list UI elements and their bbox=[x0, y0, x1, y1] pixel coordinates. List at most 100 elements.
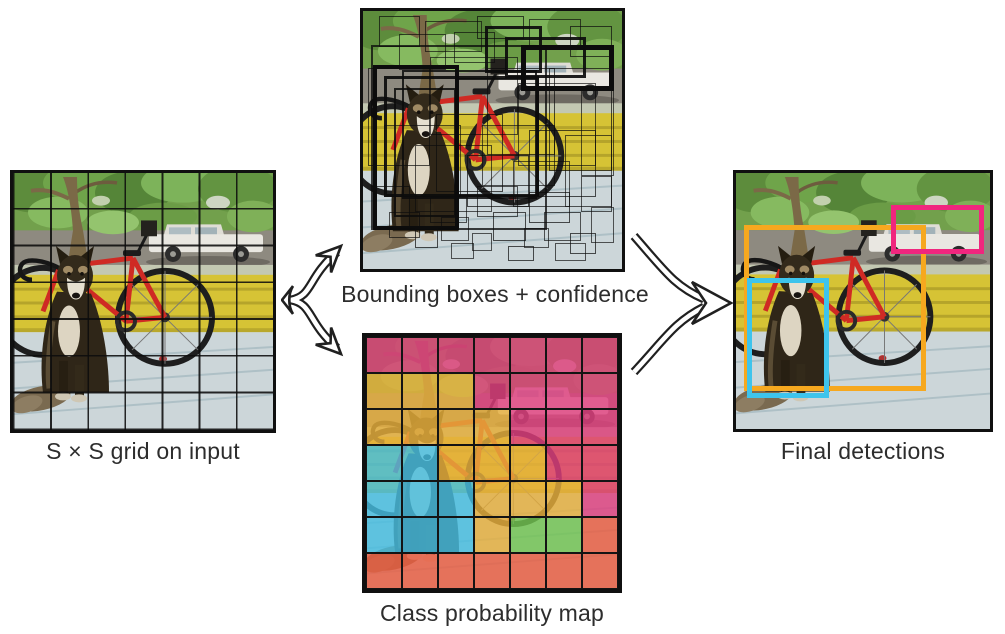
bounding-box bbox=[394, 88, 457, 218]
split-arrow bbox=[281, 243, 344, 357]
panel-bounding-boxes bbox=[360, 8, 625, 272]
class-cell bbox=[438, 445, 474, 481]
panel-final-detections bbox=[733, 170, 993, 432]
bounding-box bbox=[471, 232, 493, 251]
class-cell bbox=[366, 445, 402, 481]
class-cell bbox=[438, 481, 474, 517]
bounding-box bbox=[414, 145, 493, 213]
caption-class-map: Class probability map bbox=[379, 600, 605, 626]
arrowhead-right-icon bbox=[690, 280, 734, 326]
bounding-box bbox=[544, 212, 581, 241]
bounding-box bbox=[554, 243, 586, 262]
detection-box-car bbox=[890, 205, 984, 254]
bounding-box bbox=[570, 26, 612, 58]
class-cell bbox=[366, 481, 402, 517]
class-cell bbox=[510, 553, 546, 589]
class-cell bbox=[402, 481, 438, 517]
class-cell bbox=[438, 409, 474, 445]
class-cell bbox=[546, 481, 582, 517]
class-cell bbox=[474, 445, 510, 481]
class-cell bbox=[402, 409, 438, 445]
caption-final-detections: Final detections bbox=[780, 438, 946, 464]
class-cell bbox=[546, 553, 582, 589]
arrowhead-up-icon bbox=[315, 243, 344, 273]
bbox-layer bbox=[363, 11, 622, 269]
class-cell bbox=[474, 373, 510, 409]
class-cell bbox=[438, 337, 474, 373]
class-cell bbox=[366, 517, 402, 553]
class-cell bbox=[582, 373, 618, 409]
sxs-grid-overlay bbox=[13, 173, 273, 430]
class-cell bbox=[366, 553, 402, 589]
class-cell bbox=[582, 481, 618, 517]
bounding-box bbox=[580, 88, 615, 177]
class-cell bbox=[582, 445, 618, 481]
class-cell bbox=[402, 517, 438, 553]
class-cell bbox=[546, 373, 582, 409]
detection-layer bbox=[736, 173, 990, 429]
caption-grid-input: S × S grid on input bbox=[46, 438, 240, 464]
class-cell bbox=[438, 373, 474, 409]
bounding-box bbox=[456, 78, 540, 197]
class-cell bbox=[510, 481, 546, 517]
class-cell bbox=[438, 517, 474, 553]
class-cell bbox=[546, 517, 582, 553]
class-cell bbox=[474, 337, 510, 373]
merge-arrow bbox=[630, 233, 734, 376]
class-cell bbox=[510, 373, 546, 409]
bounding-box bbox=[513, 160, 571, 208]
bounding-box bbox=[523, 227, 550, 249]
caption-bounding-boxes: Bounding boxes + confidence bbox=[341, 281, 649, 307]
class-cell bbox=[546, 409, 582, 445]
class-cell bbox=[366, 409, 402, 445]
bounding-box bbox=[565, 134, 612, 208]
bounding-box bbox=[430, 196, 467, 223]
bounding-box bbox=[451, 243, 475, 259]
bounding-box bbox=[435, 114, 503, 192]
bounding-box bbox=[518, 83, 597, 166]
bounding-box bbox=[476, 186, 519, 218]
class-cell bbox=[582, 553, 618, 589]
bounding-box bbox=[528, 129, 597, 197]
class-cell bbox=[402, 445, 438, 481]
bounding-box bbox=[453, 31, 496, 63]
class-cell bbox=[510, 445, 546, 481]
class-cell bbox=[402, 373, 438, 409]
class-cell bbox=[546, 337, 582, 373]
class-cell bbox=[582, 337, 618, 373]
class-cell bbox=[510, 337, 546, 373]
class-probability-grid bbox=[366, 337, 618, 589]
class-cell bbox=[402, 553, 438, 589]
bounding-box bbox=[466, 155, 529, 208]
bounding-box bbox=[414, 227, 439, 249]
arrowhead-down-icon bbox=[315, 327, 344, 357]
detection-box-dog bbox=[747, 277, 829, 399]
class-cell bbox=[474, 409, 510, 445]
bounding-box bbox=[590, 207, 615, 244]
detection-box-bicycle bbox=[743, 225, 927, 391]
bounding-box bbox=[487, 67, 555, 156]
class-cell bbox=[474, 481, 510, 517]
bounding-box bbox=[430, 57, 519, 135]
bounding-box bbox=[368, 67, 431, 166]
bounding-box bbox=[528, 191, 571, 223]
bounding-box bbox=[370, 44, 547, 231]
class-cell bbox=[582, 517, 618, 553]
panel-grid-input bbox=[10, 170, 276, 433]
class-cell bbox=[366, 373, 402, 409]
class-cell bbox=[474, 517, 510, 553]
class-cell bbox=[546, 445, 582, 481]
bounding-box bbox=[399, 34, 446, 71]
bounding-box bbox=[388, 212, 420, 239]
bounding-box bbox=[476, 16, 524, 40]
class-cell bbox=[366, 337, 402, 373]
class-cell bbox=[402, 337, 438, 373]
bounding-box bbox=[508, 245, 534, 262]
class-cell bbox=[510, 517, 546, 553]
class-cell bbox=[582, 409, 618, 445]
bounding-box bbox=[401, 70, 537, 200]
panel-class-map bbox=[362, 333, 622, 593]
bounding-box bbox=[580, 176, 612, 213]
class-cell bbox=[438, 553, 474, 589]
